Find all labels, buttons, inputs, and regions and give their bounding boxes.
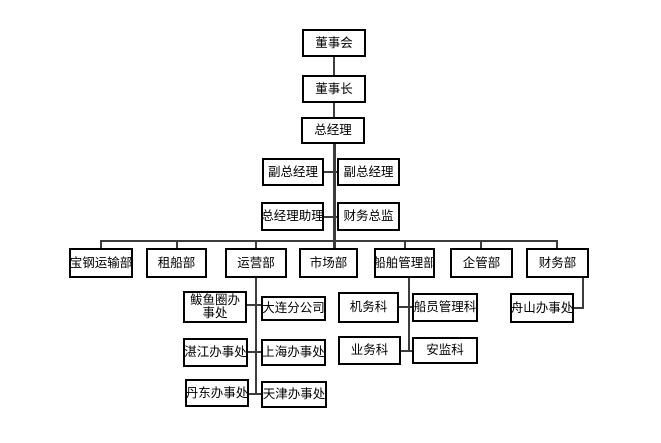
org-node-zhanjiang-office: 湛江办事处 (183, 338, 248, 367)
org-node-safety-supervision-section: 安监科 (412, 337, 478, 364)
connector-stub-enterprise (480, 242, 482, 248)
org-node-business-section: 业务科 (338, 336, 401, 365)
connector-gm-trunk (333, 144, 336, 248)
org-node-bayuquan-office: 鲅鱼圈办事处 (183, 291, 247, 323)
connector-stub-chartering (176, 242, 178, 248)
org-node-chartering-dept: 租船部 (146, 248, 207, 278)
connector-finance-elbow-h (574, 307, 584, 309)
connector-stub-finance (556, 242, 558, 248)
connector-operations-row2 (248, 351, 261, 353)
org-node-board: 董事会 (302, 29, 366, 57)
connector-board-chairman (333, 57, 335, 75)
org-node-shanghai-office: 上海办事处 (261, 339, 326, 366)
org-node-deputy-gm-1: 副总经理 (262, 158, 324, 186)
org-node-finance-director: 财务总监 (337, 202, 400, 231)
connector-stub-operations (255, 242, 257, 248)
org-node-marketing-dept: 市场部 (299, 248, 358, 278)
org-node-machinery-section: 机务科 (338, 292, 399, 323)
connector-assistant-row (324, 216, 337, 218)
connector-operations-row1 (247, 304, 261, 306)
connector-ship-row2 (401, 350, 412, 352)
org-node-crew-management-section: 船员管理科 (412, 293, 478, 322)
connector-finance-elbow-v (582, 278, 584, 309)
connector-deputy-gm-row (324, 171, 337, 173)
org-node-general-manager: 总经理 (301, 117, 365, 144)
org-node-deputy-gm-2: 副总经理 (337, 158, 400, 186)
org-node-gm-assistant: 总经理助理 (261, 202, 324, 231)
connector-stub-ship-management (404, 242, 406, 248)
org-node-chairman: 董事长 (302, 75, 366, 103)
org-node-operations-dept: 运营部 (225, 248, 287, 278)
org-node-ship-management-dept: 船舶管理部 (373, 248, 436, 278)
org-node-enterprise-management-dept: 企管部 (450, 248, 513, 278)
org-node-baosteel-transport-dept: 宝钢运输部 (69, 248, 133, 278)
connector-department-bus (100, 240, 558, 242)
org-node-zhoushan-office: 舟山办事处 (510, 293, 574, 323)
org-node-dalian-branch: 大连分公司 (261, 296, 326, 321)
connector-ship-row1 (399, 306, 412, 308)
org-node-tianjin-office: 天津办事处 (261, 381, 327, 408)
connector-ship-trunk (408, 278, 410, 352)
connector-operations-row3 (249, 393, 261, 395)
connector-stub-baosteel (100, 242, 102, 248)
org-node-dandong-office: 丹东办事处 (185, 379, 249, 407)
connector-chairman-gm (333, 103, 335, 117)
connector-operations-trunk (255, 278, 257, 395)
org-node-finance-dept: 财务部 (526, 248, 589, 278)
